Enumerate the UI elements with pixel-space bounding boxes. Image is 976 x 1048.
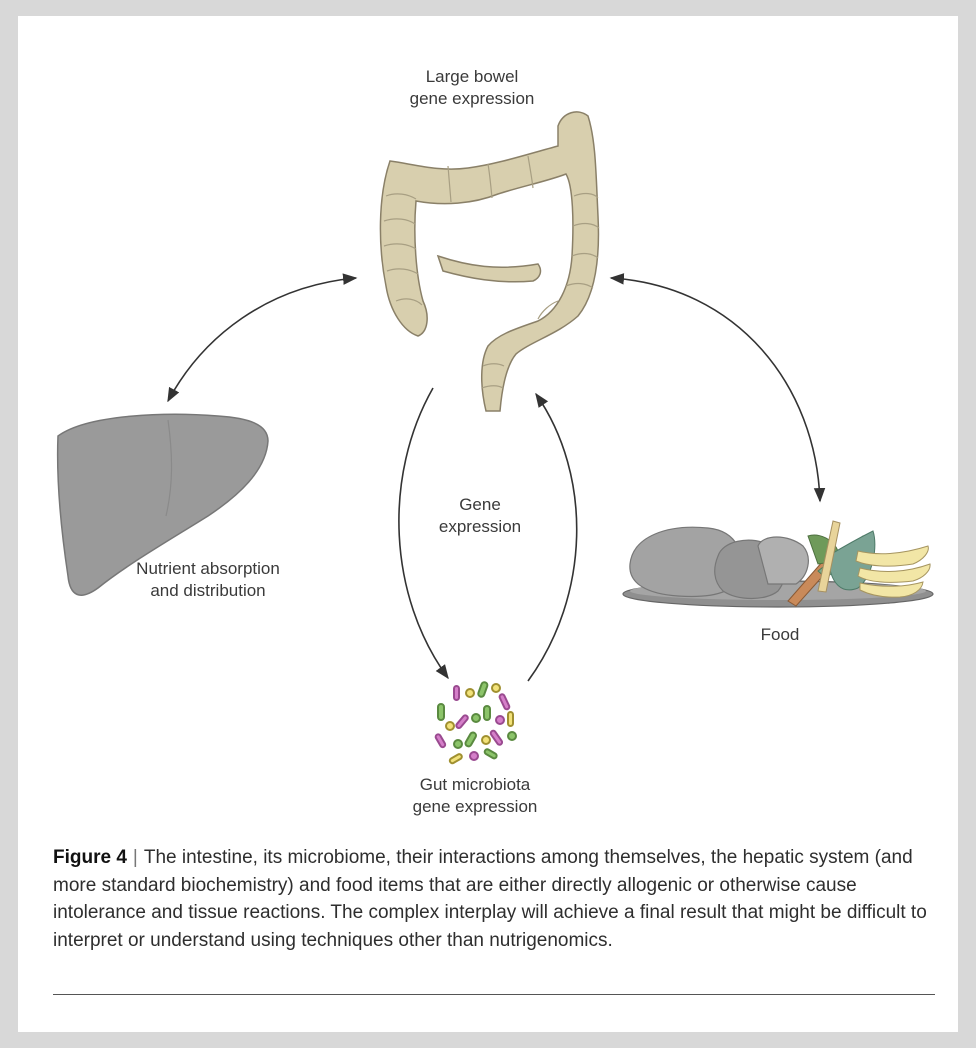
caption-separator: | bbox=[132, 847, 138, 868]
arrow-bowel-liver bbox=[167, 273, 358, 403]
large-bowel-label-line1: Large bowel bbox=[426, 67, 519, 86]
gut-microbiota-illustration bbox=[434, 681, 517, 765]
gene-expression-label-line2: expression bbox=[439, 517, 521, 536]
interaction-arrows bbox=[167, 273, 826, 682]
diagram: Large bowel gene expression Nutrient abs… bbox=[56, 67, 934, 816]
gut-microbiota-label-line1: Gut microbiota bbox=[420, 775, 531, 794]
arrow-bowel-to-microbiota bbox=[398, 387, 449, 680]
caption-text: The intestine, its microbiome, their int… bbox=[53, 847, 927, 951]
figure-number: Figure 4 bbox=[53, 847, 127, 868]
large-bowel-label-line2: gene expression bbox=[410, 89, 535, 108]
food-label: Food bbox=[761, 625, 800, 644]
gene-expression-label-line1: Gene bbox=[459, 495, 501, 514]
food-plate-illustration bbox=[622, 520, 934, 608]
figure-panel: Large bowel gene expression Nutrient abs… bbox=[18, 16, 958, 1032]
caption-rule bbox=[53, 994, 935, 995]
gut-microbiota-label-line2: gene expression bbox=[413, 797, 538, 816]
nutrient-label-line2: and distribution bbox=[150, 581, 265, 600]
arrow-microbiota-to-bowel bbox=[527, 392, 578, 682]
arrow-bowel-food bbox=[609, 273, 826, 503]
liver-illustration bbox=[56, 413, 269, 596]
figure-caption: Figure 4|The intestine, its microbiome, … bbox=[53, 844, 943, 954]
nutrient-label-line1: Nutrient absorption bbox=[136, 559, 280, 578]
large-bowel-illustration bbox=[379, 111, 600, 412]
